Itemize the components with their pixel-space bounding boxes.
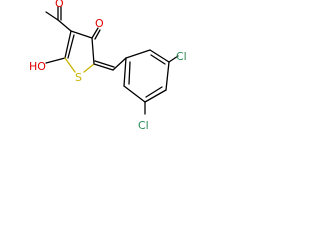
sulfur-label: S	[75, 71, 82, 84]
bond-c2-ch-1	[93, 63, 114, 71]
bond-c4-c5-2	[67, 34, 75, 59]
bond-ch-ring	[112, 57, 127, 71]
chlorine-para-label: Cl	[176, 50, 187, 63]
bond-methyl	[45, 11, 59, 21]
thiophenone-ring	[45, 27, 101, 73]
chlorine-ortho-label: Cl	[138, 119, 149, 132]
bond-c5-oh	[45, 57, 66, 64]
bond-ar-3	[165, 61, 170, 91]
bond-c3-co-1	[91, 27, 99, 39]
bond-s-c2	[83, 63, 95, 73]
bond-c2-ch-2	[94, 60, 115, 68]
hydroxyl-label: HO	[29, 60, 46, 73]
bond-ar-1	[125, 49, 151, 59]
oxygen-acetyl-label: O	[55, 0, 64, 10]
bond-ar-6-inner	[128, 61, 131, 85]
benzene-ring	[123, 49, 179, 115]
structure-diagram: O O HO S Cl Cl	[29, 0, 187, 132]
bond-c4-c3	[70, 30, 93, 39]
bond-c5-s	[64, 57, 76, 73]
bond-ar-6	[123, 57, 127, 87]
bond-ar-4-inner	[145, 86, 163, 98]
bond-c3-c2	[91, 37, 95, 65]
acetyl-group	[45, 6, 72, 32]
bond-ar-cl-para	[168, 55, 179, 63]
bond-acetyl-ring	[57, 19, 72, 32]
bond-ar-2	[149, 49, 170, 63]
bond-c4-c5-1	[64, 30, 72, 59]
bond-ar-4	[144, 89, 167, 103]
bond-ar-2-inner	[150, 54, 166, 65]
bond-c3-co-2	[94, 29, 101, 40]
oxygen-ketone-label: O	[95, 17, 104, 30]
bond-ar-5	[123, 85, 146, 103]
exocyclic-alkene	[93, 57, 127, 71]
